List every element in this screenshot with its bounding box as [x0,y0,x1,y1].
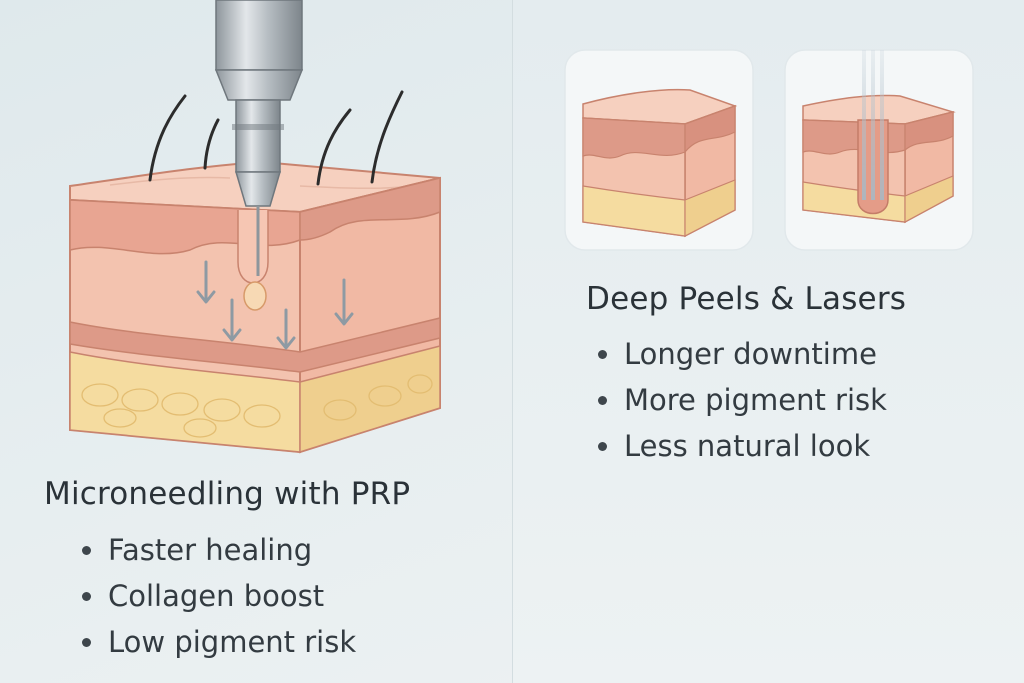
deep-peel-card [564,49,754,251]
list-item: More pigment risk [594,377,887,423]
right-panel-title: Deep Peels & Lasers [586,281,907,317]
list-item: Less natural look [594,423,887,469]
laser-card [784,49,974,251]
list-item: Longer downtime [594,331,887,377]
left-benefits-list: Faster healing Collagen boost Low pigmen… [78,527,356,665]
panel-divider [512,0,513,683]
list-item: Faster healing [78,527,356,573]
microneedle-pen-icon [214,0,304,276]
right-drawbacks-list: Longer downtime More pigment risk Less n… [594,331,887,469]
left-panel-title: Microneedling with PRP [44,476,411,512]
list-item: Collagen boost [78,573,356,619]
arrow-down-icon [196,260,354,350]
laser-beam-icon [862,50,884,200]
list-item: Low pigment risk [78,619,356,665]
skin-cross-section-icon [69,90,441,454]
